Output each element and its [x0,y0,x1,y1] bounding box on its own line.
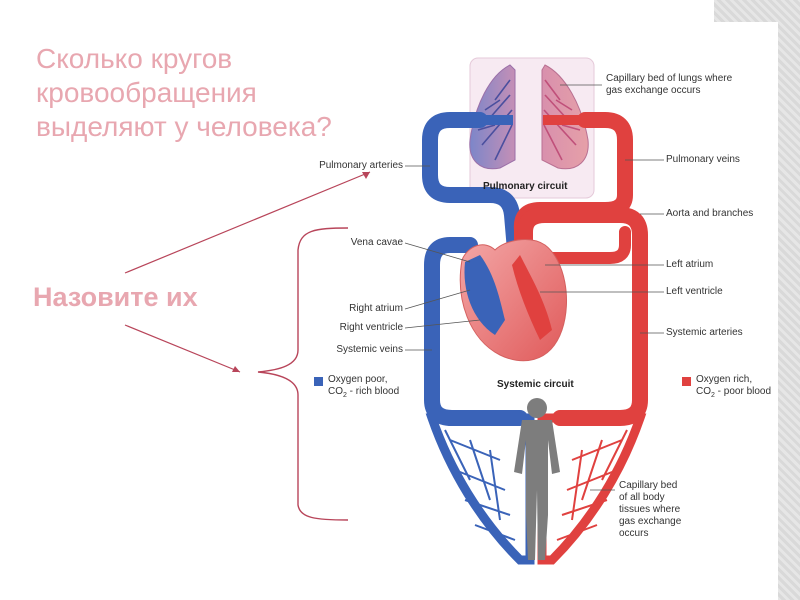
label-capillary-body-line-2: of all body [619,492,665,503]
label-pulmonary-circuit: Pulmonary circuit [483,181,568,192]
prompt-name-them: Назовите их [33,282,198,312]
label-systemic-circuit: Systemic circuit [497,379,574,390]
label-capillary-lungs-line-2: gas exchange occurs [606,85,701,96]
legend-co-subscript: 2 [711,392,715,399]
label-aorta-branches: Aorta and branches [666,208,754,219]
label-pulmonary-veins: Pulmonary veins [666,154,740,165]
label-vena-cavae: Vena cavae [350,237,403,248]
label-pulmonary-arteries: Pulmonary arteries [319,160,403,171]
question-line-1: Сколько кругов [36,43,233,74]
legend-oxygen-rich-line-2: CO2 - poor blood [696,386,771,402]
legend-oxygen-rich-line-1: Oxygen rich, [696,374,753,385]
legend-oxygen-rich: Oxygen rich, CO2 - poor blood [696,374,771,402]
slide-question: Сколько кругов кровообращения выделяют у… [36,42,436,144]
legend-oxygen-poor: Oxygen poor, CO2 - rich blood [328,374,399,402]
pulmonary-arteries-vessel [422,112,523,258]
human-silhouette [514,398,560,560]
legend-oxygen-poor-line-2: CO2 - rich blood [328,386,399,402]
label-capillary-lungs: Capillary bed of lungs where gas exchang… [606,73,732,97]
legend-co-subscript: 2 [343,392,347,399]
body-capillary-bed [425,413,647,565]
legend-oxygen-poor-line-1: Oxygen poor, [328,374,388,385]
label-capillary-body-line-5: occurs [619,528,649,539]
label-systemic-arteries: Systemic arteries [666,327,743,338]
label-right-ventricle: Right ventricle [339,322,403,333]
label-capillary-body-line-1: Capillary bed [619,480,678,491]
heart [459,239,568,362]
legend-co-text: CO [328,386,343,397]
legend-swatch-oxygen-rich [682,377,691,386]
question-line-2: кровообращения [36,77,257,108]
label-right-atrium: Right atrium [349,303,403,314]
slide-arrows [124,171,371,521]
heart-left-side [512,255,552,340]
question-line-3: выделяют у человека? [36,111,332,142]
label-systemic-veins: Systemic veins [336,344,403,355]
label-left-atrium: Left atrium [666,259,714,270]
legend-swatch-oxygen-poor [314,377,323,386]
legend-poor-blood-text: - poor blood [714,386,772,397]
label-capillary-body-line-4: gas exchange [619,516,682,527]
slide-corner-mask [714,22,778,600]
leader-lines [404,84,664,491]
aorta-branch [534,226,631,264]
label-capillary-body-line-3: tissues where [619,504,681,515]
label-left-ventricle: Left ventricle [666,286,723,297]
legend-co-text: CO [696,386,711,397]
label-capillary-lungs-line-1: Capillary bed of lungs where [606,73,733,84]
heart-right-side [464,255,505,335]
label-capillary-body: Capillary bed of all body tissues where … [619,480,681,540]
legend-rich-blood-text: - rich blood [346,386,400,397]
